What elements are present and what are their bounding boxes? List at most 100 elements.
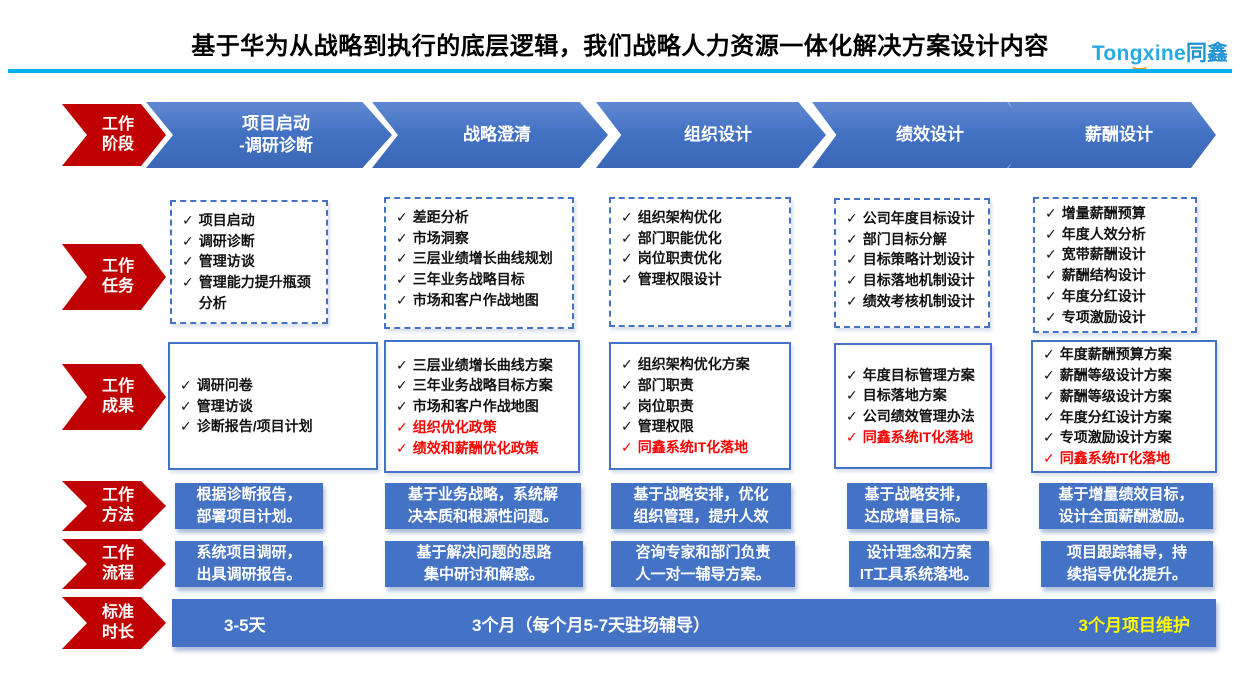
check-item-label: 绩效和薪酬优化政策 xyxy=(412,439,539,456)
row-label-duration: 标准 时长 xyxy=(62,597,166,649)
check-icon: ✓ xyxy=(1045,246,1057,263)
check-icon: ✓ xyxy=(1043,408,1055,425)
check-item-label: 管理权限 xyxy=(637,418,694,435)
row-label-phase: 工作 阶段 xyxy=(62,104,166,166)
check-item-label: 目标策略计划设计 xyxy=(862,251,975,268)
check-item: ✓薪酬等级设计方案 xyxy=(1043,365,1211,386)
check-icon: ✓ xyxy=(396,356,408,373)
check-item: ✓年度人效分析 xyxy=(1045,224,1191,245)
check-item: ✓专项激励设计 xyxy=(1045,307,1191,328)
check-icon: ✓ xyxy=(1045,287,1057,304)
method-text-line: 基于增量绩效目标， xyxy=(1058,486,1194,504)
phase-label-line: 绩效设计 xyxy=(896,124,964,144)
check-icon: ✓ xyxy=(396,418,408,435)
row-label-text: 工作 任务 xyxy=(94,257,134,297)
check-item: ✓管理权限 xyxy=(621,416,785,437)
check-icon: ✓ xyxy=(396,377,408,394)
method-text-line: 基于战略安排， xyxy=(864,486,970,504)
check-icon: ✓ xyxy=(182,253,194,270)
check-icon: ✓ xyxy=(621,418,633,435)
check-icon: ✓ xyxy=(621,397,633,414)
check-icon: ✓ xyxy=(846,428,858,445)
process-text-line: 集中研讨和解惑。 xyxy=(423,566,544,583)
check-item: ✓薪酬等级设计方案 xyxy=(1043,386,1211,407)
check-item-label: 目标落地机制设计 xyxy=(862,272,975,289)
process-text-line: 基于解决问题的思路 xyxy=(416,544,552,562)
method-text-line: 决本质和根源性问题。 xyxy=(407,508,558,525)
results-box-5: ✓年度薪酬预算方案✓薪酬等级设计方案✓薪酬等级设计方案✓年度分红设计方案✓专项激… xyxy=(1031,340,1217,473)
check-item-label: 年度分红设计方案 xyxy=(1059,408,1172,425)
check-item: ✓项目启动 xyxy=(182,210,322,231)
check-item: ✓三层业绩增长曲线规划 xyxy=(396,248,568,269)
duration-bar: 3-5天 3个月（每个月5-7天驻场辅导） 3个月项目维护 xyxy=(172,599,1216,647)
phase-label: 战略澄清 xyxy=(449,124,531,146)
check-icon: ✓ xyxy=(621,229,633,246)
check-item: ✓管理访谈 xyxy=(182,251,322,272)
check-item: ✓诊断报告/项目计划 xyxy=(180,416,372,437)
check-item-label: 薪酬结构设计 xyxy=(1061,267,1146,284)
check-item-label: 同鑫系统IT化落地 xyxy=(1059,449,1171,466)
row-label-line: 阶段 xyxy=(101,136,134,153)
check-item: ✓同鑫系统IT化落地 xyxy=(846,427,986,448)
row-label-line: 标准 xyxy=(101,604,134,621)
check-item-label: 组织架构优化方案 xyxy=(637,356,750,373)
check-icon: ✓ xyxy=(396,439,408,456)
check-item-label: 管理能力提升瓶颈分析 xyxy=(198,274,311,311)
row-label-line: 工作 xyxy=(101,378,134,395)
check-icon: ✓ xyxy=(1043,449,1055,466)
check-item: ✓管理权限设计 xyxy=(621,269,785,290)
check-item: ✓三年业务战略目标方案 xyxy=(396,375,574,396)
process-text-line: 咨询专家和部门负责 xyxy=(635,544,771,562)
row-label-results: 工作 成果 xyxy=(62,364,166,430)
check-item: ✓年度分红设计方案 xyxy=(1043,407,1211,428)
company-logo: Tongxine同鑫 xyxy=(1092,37,1228,71)
check-item: ✓薪酬结构设计 xyxy=(1045,265,1191,286)
check-item-label: 三年业务战略目标方案 xyxy=(412,377,553,394)
phase-arrow-performance-design: 绩效设计 xyxy=(812,102,1034,168)
check-item: ✓岗位职责 xyxy=(621,396,785,417)
process-box-1: 系统项目调研， 出具调研报告。 xyxy=(175,541,323,587)
check-icon: ✓ xyxy=(621,439,633,456)
check-item: ✓同鑫系统IT化落地 xyxy=(621,437,785,458)
check-item: ✓调研诊断 xyxy=(182,231,322,252)
check-item: ✓公司绩效管理办法 xyxy=(846,406,986,427)
check-item-label: 诊断报告/项目计划 xyxy=(196,418,313,435)
check-item-label: 部门职责 xyxy=(637,376,694,393)
phase-label-line: 项目启动 xyxy=(241,113,310,133)
duration-maintenance: 3个月项目维护 xyxy=(1078,615,1190,635)
results-box-2: ✓三层业绩增长曲线方案✓三年业务战略目标方案✓市场和客户作战地图✓组织优化政策✓… xyxy=(384,340,580,473)
check-item: ✓市场和客户作战地图 xyxy=(396,396,574,417)
process-text-line: 系统项目调研， xyxy=(196,544,302,562)
check-item-label: 调研问卷 xyxy=(196,376,253,393)
check-item-label: 专项激励设计 xyxy=(1061,308,1146,325)
check-item-label: 年度人效分析 xyxy=(1061,225,1146,242)
check-item: ✓部门职能优化 xyxy=(621,228,785,249)
row-label-text: 工作 流程 xyxy=(94,544,134,584)
check-item: ✓年度目标管理方案 xyxy=(846,365,986,386)
check-item-label: 三层业绩增长曲线方案 xyxy=(412,356,553,373)
phase-label-line: 组织设计 xyxy=(684,124,752,144)
row-label-line: 工作 xyxy=(101,258,134,275)
page-title: 基于华为从战略到执行的底层逻辑，我们战略人力资源一体化解决方案设计内容 xyxy=(191,33,1049,60)
row-label-process: 工作 流程 xyxy=(62,539,166,589)
process-text-line: 项目跟踪辅导，持 xyxy=(1066,544,1187,562)
check-item-label: 岗位职责优化 xyxy=(637,250,722,267)
check-icon: ✓ xyxy=(1045,308,1057,325)
process-box-3: 咨询专家和部门负责 人一对一辅导方案。 xyxy=(611,541,795,587)
check-icon: ✓ xyxy=(621,356,633,373)
check-item-label: 年度薪酬预算方案 xyxy=(1059,346,1172,363)
process-text-line: IT工具系统落地。 xyxy=(859,566,979,583)
tasks-box-1: ✓项目启动✓调研诊断✓管理访谈✓管理能力提升瓶颈分析 xyxy=(170,200,328,324)
row-label-tasks: 工作 任务 xyxy=(62,244,166,310)
check-item-label: 年度分红设计 xyxy=(1061,287,1146,304)
check-item: ✓市场和客户作战地图 xyxy=(396,290,568,311)
phase-arrow-compensation-design: 薪酬设计 xyxy=(1008,102,1216,168)
check-icon: ✓ xyxy=(180,376,192,393)
check-item-label: 组织优化政策 xyxy=(412,418,497,435)
process-text-line: 设计理念和方案 xyxy=(866,544,972,562)
process-box-5: 项目跟踪辅导，持 续指导优化提升。 xyxy=(1041,541,1213,587)
check-icon: ✓ xyxy=(396,250,408,267)
check-icon: ✓ xyxy=(621,376,633,393)
phase-arrow-strategy-clarify: 战略澄清 xyxy=(372,102,608,168)
check-item-label: 目标落地方案 xyxy=(862,387,947,404)
